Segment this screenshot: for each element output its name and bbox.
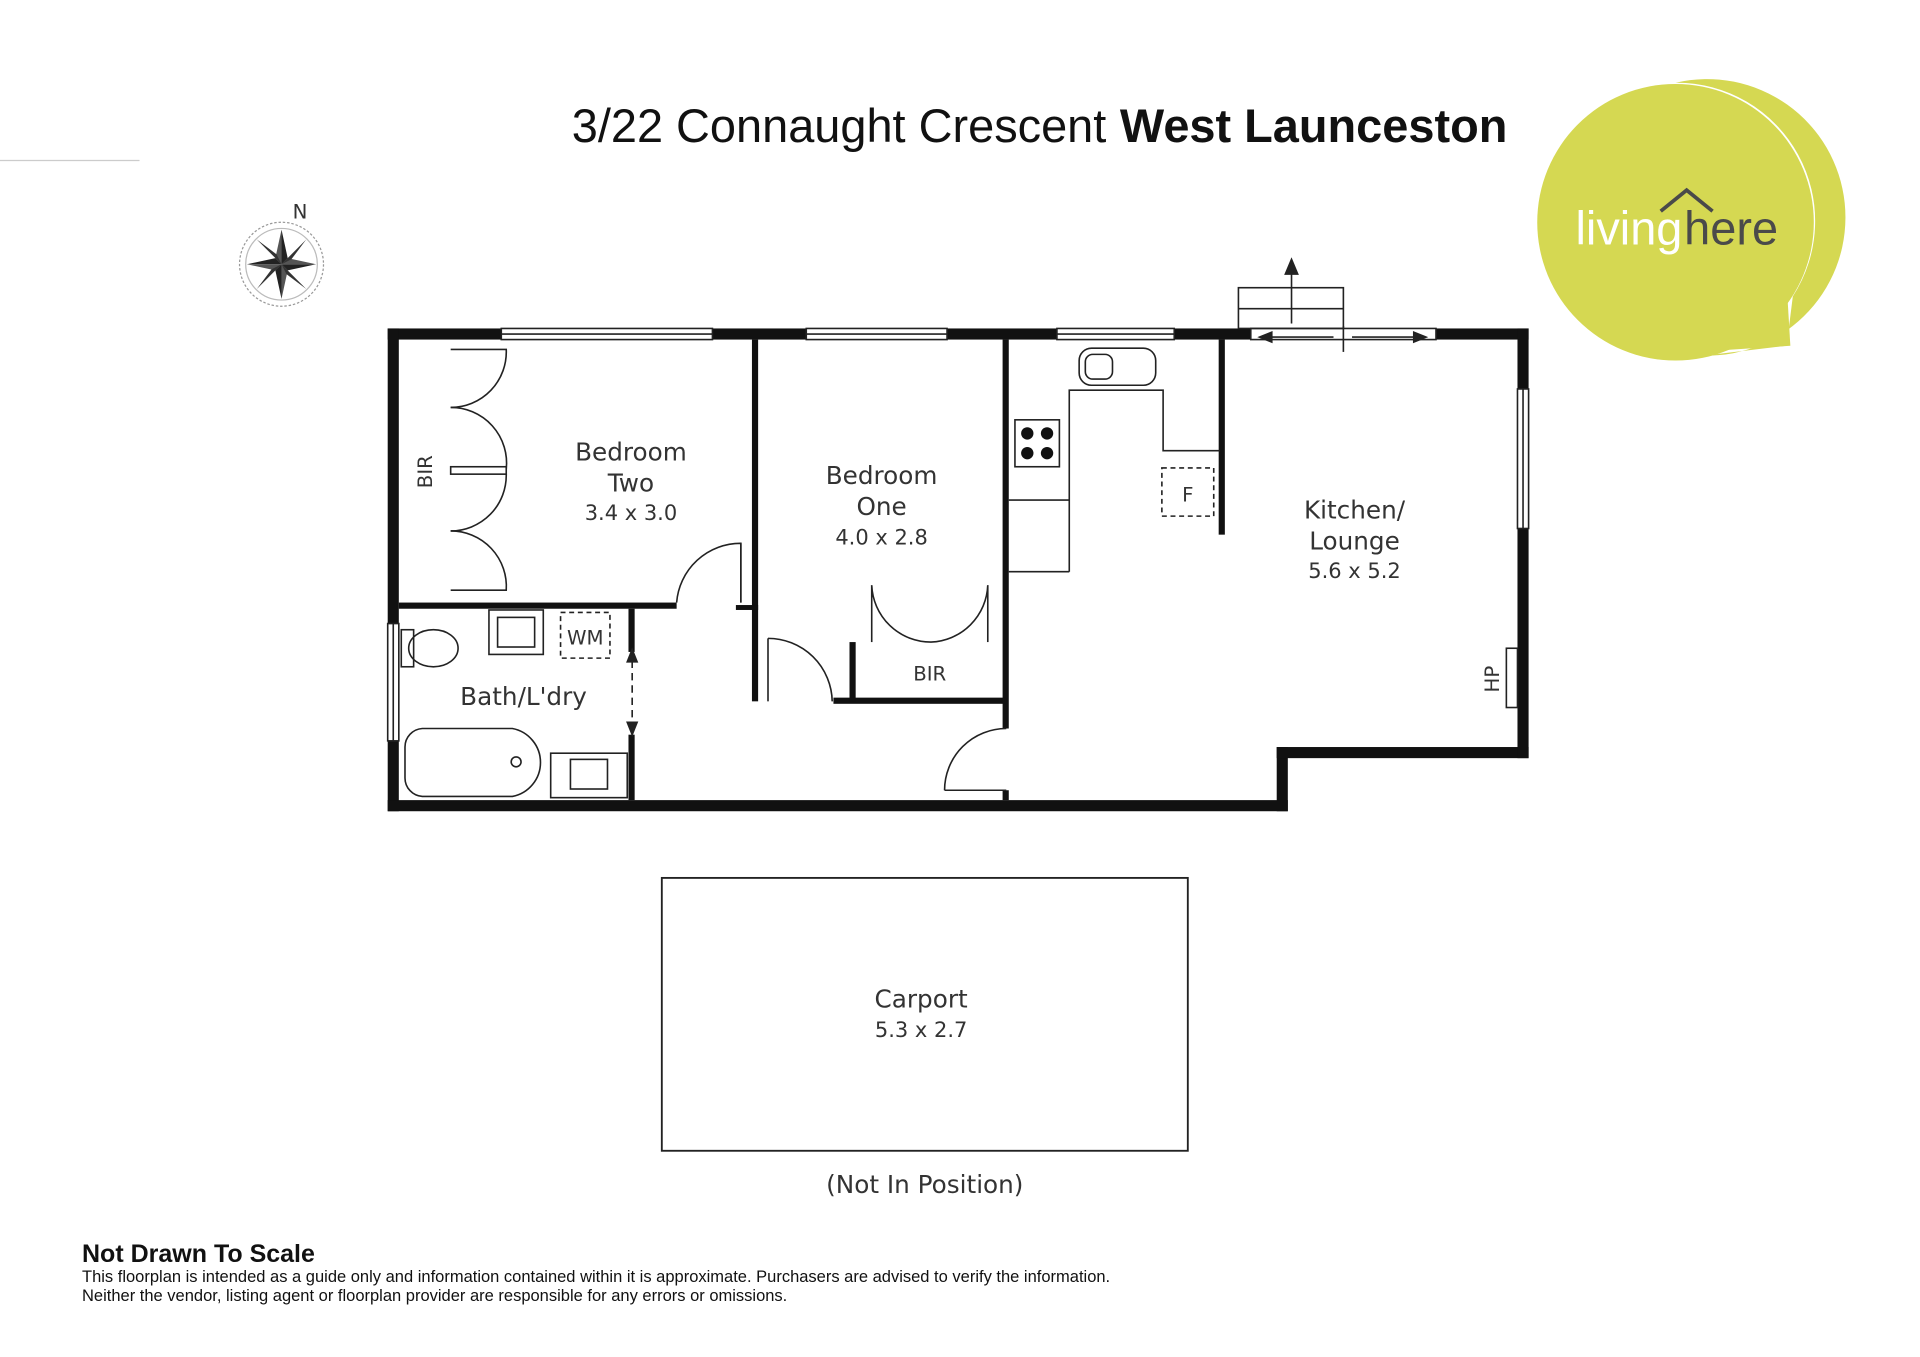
bir-label-bedroom-two: BIR [414, 455, 437, 488]
washing-machine-space [559, 611, 611, 659]
walls [387, 328, 1529, 812]
cooktop-icon [1014, 419, 1061, 468]
svg-text:here: here [1684, 202, 1778, 254]
fridge-label: F [1182, 483, 1193, 506]
room-kitchen-lounge: Kitchen/ Lounge 5.6 x 5.2 [1304, 496, 1406, 583]
svg-text:4.0 x 2.8: 4.0 x 2.8 [835, 526, 928, 550]
carport-outline [660, 876, 1189, 1152]
svg-text:Bedroom: Bedroom [575, 438, 687, 467]
disclaimer: Not Drawn To Scale This floorplan is int… [82, 1240, 1142, 1306]
svg-text:living: living [1576, 202, 1683, 254]
bathroom-fixtures [400, 609, 1519, 799]
carport-dim: 5.3 x 2.7 [875, 1018, 968, 1042]
room-bedroom-two: Bedroom Two 3.4 x 3.0 [575, 438, 687, 525]
kitchen-bench [1008, 347, 1220, 573]
room-bedroom-one: Bedroom One 4.0 x 2.8 [826, 461, 938, 550]
disclaimer-text: This floorplan is intended as a guide on… [82, 1268, 1111, 1305]
room-bath-laundry: Bath/L'dry [460, 682, 587, 711]
hp-label: HP [1481, 666, 1504, 693]
livinghere-logo: living here [1537, 79, 1846, 361]
disclaimer-heading: Not Drawn To Scale [82, 1240, 315, 1268]
svg-text:Lounge: Lounge [1309, 526, 1400, 555]
svg-text:5.6 x 5.2: 5.6 x 5.2 [1308, 559, 1401, 583]
bir-label-bedroom-one: BIR [913, 662, 946, 685]
svg-text:One: One [856, 492, 906, 521]
svg-text:Two: Two [607, 468, 654, 497]
wm-label: WM [567, 627, 604, 650]
carport-note: (Not In Position) [826, 1170, 1023, 1199]
compass-icon [238, 221, 325, 307]
svg-text:Kitchen/: Kitchen/ [1304, 496, 1406, 525]
svg-text:3.4 x 3.0: 3.4 x 3.0 [585, 501, 678, 525]
carport-label: Carport [875, 985, 968, 1014]
svg-text:Bedroom: Bedroom [826, 461, 938, 490]
north-label: N [293, 201, 308, 224]
fridge-space [1161, 467, 1215, 517]
doors [449, 348, 1007, 792]
title-address: 3/22 Connaught Crescent [572, 100, 1107, 152]
title-suburb: West Launceston [1120, 100, 1507, 152]
sliding-door-arrows [626, 257, 1429, 737]
